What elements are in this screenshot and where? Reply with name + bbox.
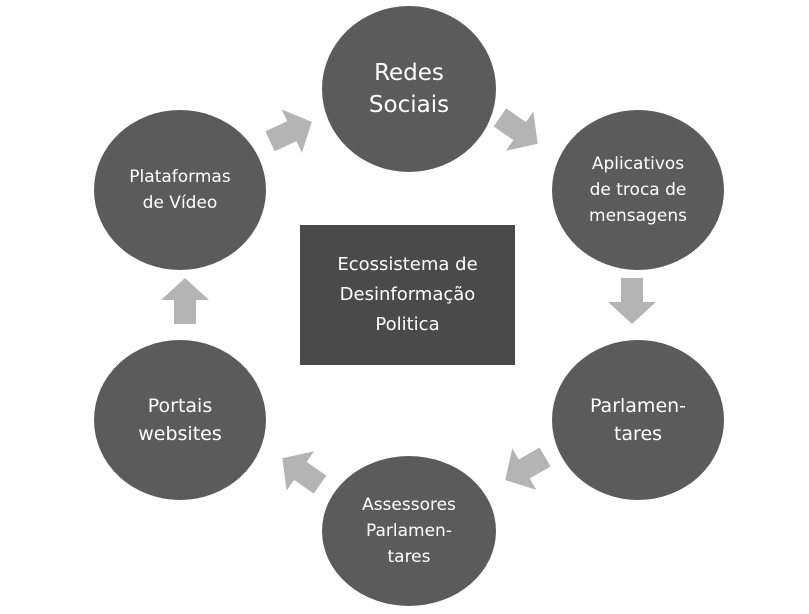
- center-box: Ecossistema de Desinformação Politica: [300, 225, 515, 365]
- arrow-icon: [161, 278, 209, 324]
- node-aplicativos: Aplicativos de troca de mensagens: [552, 110, 724, 270]
- arrow-icon: [259, 100, 322, 164]
- node-assessores: Assessores Parlamen- tares: [322, 456, 496, 606]
- node-redes-sociais: Redes Sociais: [322, 6, 496, 172]
- node-parlamentares: Parlamen- tares: [552, 340, 724, 500]
- arrow-icon: [493, 436, 558, 501]
- arrow-icon: [486, 97, 552, 164]
- arrow-icon: [608, 278, 656, 324]
- arrow-icon: [268, 438, 334, 505]
- node-plataformas: Plataformas de Vídeo: [94, 110, 266, 270]
- node-portais: Portais websites: [94, 340, 266, 500]
